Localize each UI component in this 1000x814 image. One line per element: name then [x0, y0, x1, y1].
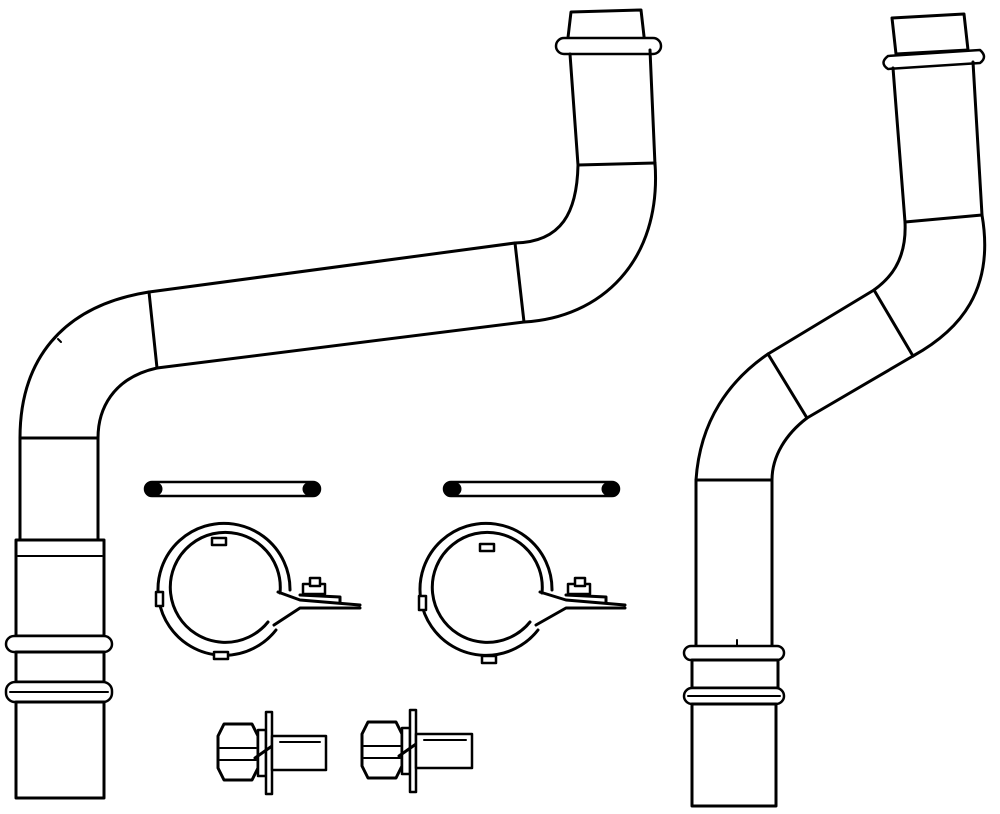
bolt-with-washers-2: [360, 708, 474, 794]
sealing-strip-1: [143, 480, 322, 498]
pipe-clamp-1: [154, 521, 362, 661]
bolt-with-washers-1: [216, 710, 328, 796]
long-pipe-left: [4, 8, 663, 800]
right-pipe-top-cap: [890, 12, 970, 56]
sealing-strip-2: [442, 480, 621, 498]
right-pipe-ring-1: [682, 644, 786, 662]
right-pipe-top-ring: [882, 48, 986, 71]
left-pipe-ring-1: [4, 634, 114, 654]
pipe-clamp-2: [417, 521, 627, 665]
pipe-right: [682, 12, 987, 808]
left-pipe-top-ring: [554, 36, 663, 56]
